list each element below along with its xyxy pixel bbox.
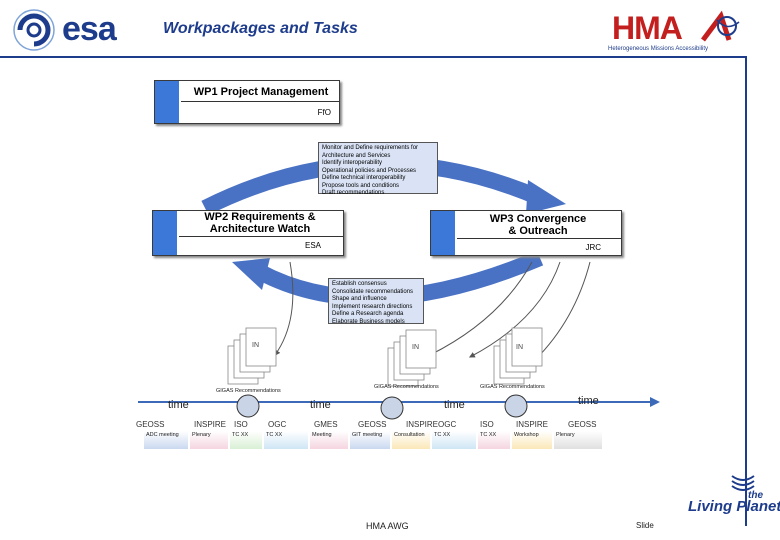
page-title: Workpackages and Tasks [163,20,358,37]
task-note-lower-line: Establish consensus [332,281,387,287]
wp3-title-line2: & Outreach [508,225,568,237]
timeline-arrowhead [650,397,660,407]
task-note-upper-line: Operational policies and Processes [322,167,417,174]
wp1-band [155,81,179,123]
event-cell: Plenary [554,431,602,449]
upper-arrowhead [526,180,566,214]
event-cell: Consultation [392,431,430,449]
task-note-lower-line: Define a Research agenda [332,311,404,317]
doc-stack-1 [227,327,277,385]
wp2-band [153,211,177,255]
body-label: ISO [234,420,248,429]
body-label: GEOSS [136,420,165,429]
task-note-lower-line: Shape and influence [332,296,387,302]
brand-living-planet: Living Planet [688,498,780,515]
task-note-upper-line: Propose tools and conditions [322,182,400,189]
body-label: GEOSS [568,420,597,429]
doc-stack-2 [387,329,437,387]
wp1-owner: FfO [317,108,331,117]
time-label-1: time [168,399,189,411]
lower-arrowhead [232,258,270,290]
wp3-divider [457,238,621,239]
task-note-upper-line: Architecture and Services [322,152,391,159]
recommendations-label-1: GIGAS Recommendations [216,388,281,394]
recommendations-label-3: GIGAS Recommendations [480,384,545,390]
time-label-3: time [444,399,465,411]
body-label: GMES [314,420,338,429]
task-note-upper: Monitor and Define requirements for Arch… [318,142,438,196]
body-label: INSPIRE [516,420,549,429]
esa-wordmark: esa [62,10,117,48]
body-label: GEOSS [358,420,387,429]
wp2-title-line1: WP2 Requirements & [204,211,316,223]
event-cell: TC XX [264,431,308,449]
milestone-2 [380,396,404,420]
milestone-3 [504,394,528,418]
doc-label-3: IN [516,344,523,351]
slide-label: Slide [636,521,654,530]
hma-wordmark: HMA [612,10,683,46]
right-rule [745,56,747,526]
event-cell: GIT meeting [350,431,390,449]
wp3-owner: JRC [585,243,601,252]
time-label-2: time [310,399,331,411]
living-planet-emblem [731,475,755,491]
event-cell: ADC meeting [144,431,188,449]
wp2-owner: ESA [304,241,321,250]
event-cell: TC XX [230,431,262,449]
task-note-upper-line: Draft recommendations [322,190,385,196]
wp3-box: WP3 Convergence & Outreach JRC [430,210,622,256]
milestone-1 [236,394,260,418]
time-label-4: time [578,395,599,407]
body-label: OGC [268,420,287,429]
doc-stack-3 [493,327,543,385]
task-note-lower-line: Implement research directions [332,303,413,310]
event-cell: Meeting [310,431,348,449]
feedback-line-4 [534,261,591,361]
body-label: INSPIRE [194,420,227,429]
task-note-upper-line: Identify interoperability [322,160,383,166]
task-note-upper-line: Monitor and Define requirements for [322,145,419,151]
wp1-box: WP1 Project Management FfO [154,80,340,124]
recommendations-label-2: GIGAS Recommendations [374,384,439,390]
doc-label-1: IN [252,342,259,349]
task-note-lower-line: Consolidate recommendations [332,288,414,295]
wp3-band [431,211,455,255]
wp3-title-line1: WP3 Convergence [489,213,587,225]
wp2-divider [179,236,343,237]
wp2-title-line2: Architecture Watch [209,223,311,235]
feedback-line-1 [274,261,294,356]
footer-center: HMA AWG [366,521,409,531]
feedback-line-3 [468,261,561,358]
wp2-box: WP2 Requirements & Architecture Watch ES… [152,210,344,256]
hma-logo [701,10,740,42]
event-cell: TC XX [478,431,510,449]
brand-the: the [748,490,763,501]
wp1-title: WP1 Project Management [193,86,329,98]
event-cell: Workshop [512,431,552,449]
body-label: INSPIRE [406,420,439,429]
body-label: ISO [480,420,494,429]
task-note-upper-line: Define technical interoperability [322,175,406,181]
header-rule [0,56,745,58]
event-cell: TC XX [432,431,476,449]
hma-subtitle: Heterogeneous Missions Accessibility [608,46,709,52]
wp1-divider [181,101,339,102]
esa-logo [13,9,55,51]
task-note-lower-line: Elaborate Business models [332,318,405,325]
doc-label-2: IN [412,344,419,351]
event-cell: Plenary [190,431,228,449]
task-note-lower: Establish consensus Consolidate recommen… [328,278,424,325]
feedback-line-2 [428,261,533,356]
body-label: OGC [438,420,457,429]
